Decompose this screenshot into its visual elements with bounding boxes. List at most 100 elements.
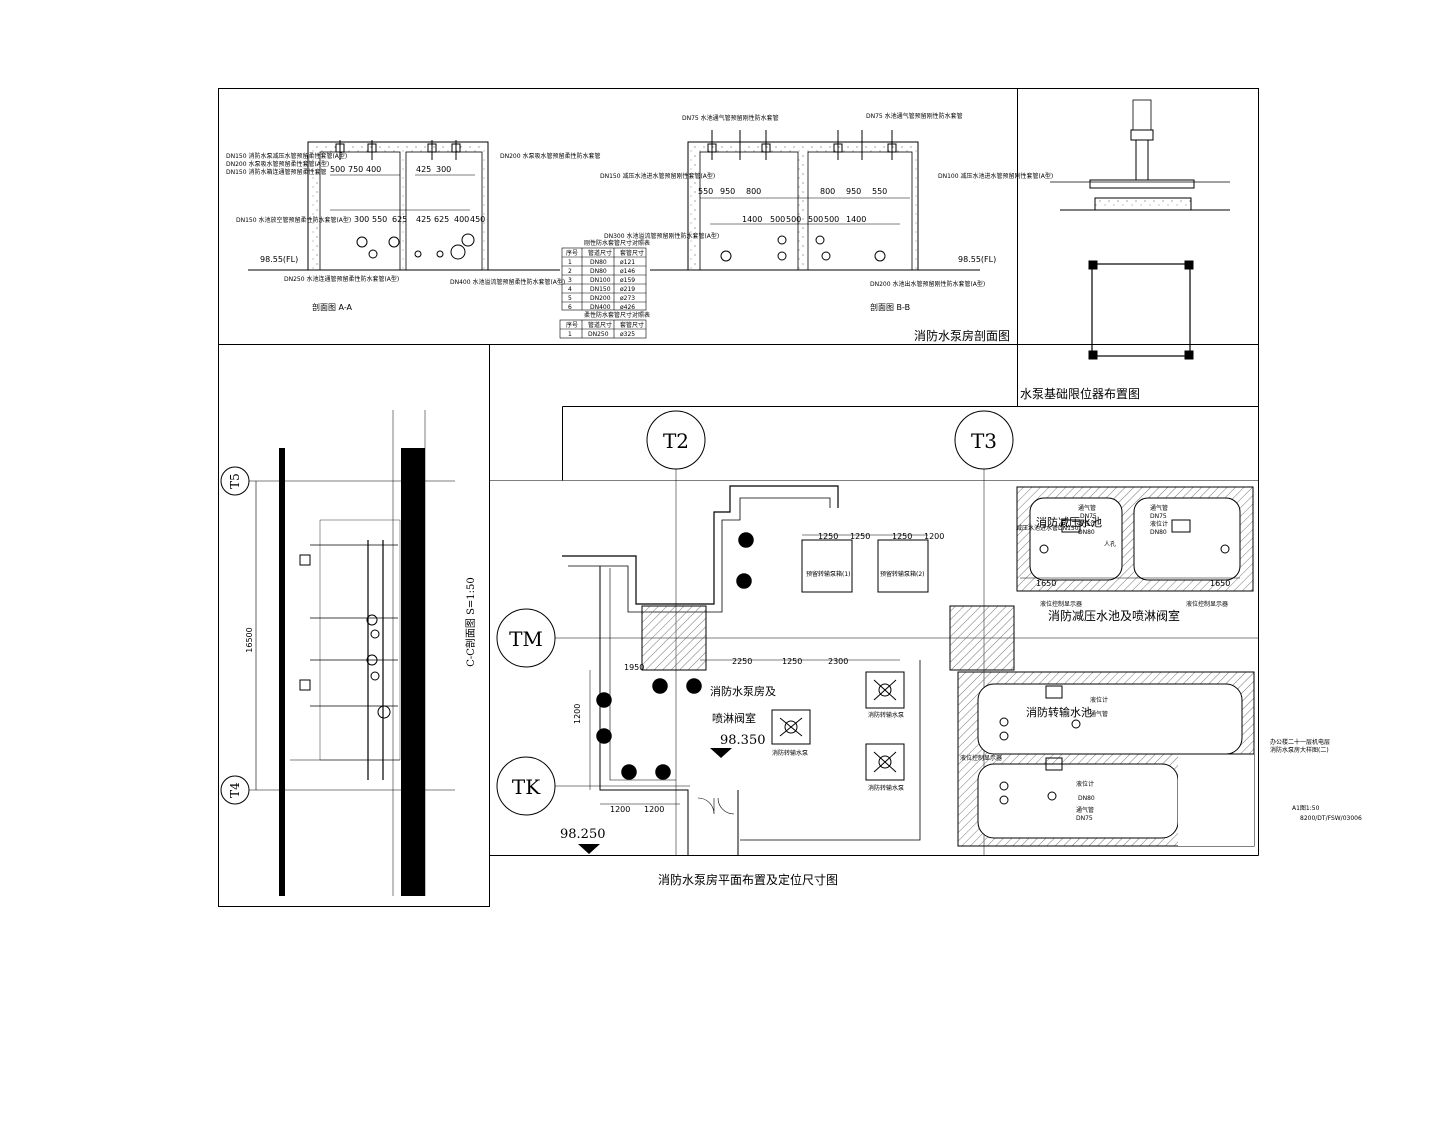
stamp-scale: A1图1:50 [1292,805,1320,812]
note-aa-5: DN150 水池放空管预留柔性防水套管(A型) [236,216,351,224]
dim-bb-mid: 500 [824,215,839,224]
axis-bubble-t2: T2 [646,410,706,470]
pool-control-label: 液位控制显示器 [1186,600,1228,608]
table-cell: DN250 [588,331,609,338]
pool-dn75-label: DN75 [1076,815,1093,822]
axis-label-t5: T5 [228,473,242,489]
plan-dim-lines [589,534,1240,805]
note-bb-1b: DN75 水池通气管预留刚性防水套管 [866,112,963,120]
note-aa-6: DN250 水池连通管预留柔性防水套管(A型) [284,275,399,283]
sleeve-table-title-2: 柔性防水套管尺寸对照表 [584,311,650,319]
elevation-pump-room: 98.350 [720,733,766,748]
table-header: 管道尺寸 [588,249,612,257]
dim-aa-top: 425 [416,165,431,174]
plan-dim-bottom: 1200 [610,805,630,814]
table-cell: ø121 [620,259,635,266]
plan-dim-mid: 2300 [828,657,848,666]
dim-aa-mid: 425 [416,215,431,224]
axis-label-t2: T2 [663,429,689,453]
note-aa-4: DN200 水泵吸水管预留柔性防水套管 [500,152,600,160]
pump-label: 消防转输水泵 [868,784,904,792]
columns [641,605,1015,671]
table-cell: DN400 [590,304,611,311]
table-cell: DN80 [590,259,607,266]
dim-bb-top: 550 [872,187,887,196]
plan-dim-top: 1250 [818,532,838,541]
table-cell: 2 [568,268,572,275]
section-bb-notes: DN75 水池通气管预留刚性防水套管 DN75 水池通气管预留刚性防水套管 DN… [600,112,1053,312]
dim-bb-top: 550 [698,187,713,196]
tanks [957,486,1255,847]
pool-dn80-label: DN80 [1150,529,1167,536]
note-bb-5: DN200 水池出水管预留刚性防水套管(A型) [870,280,985,288]
dim-bb-mid: 1400 [846,215,866,224]
floor-elevation-bb: 98.55(FL) [958,255,996,264]
axis-label-t4: T4 [228,782,242,798]
pool-gauge-label: 液位计 [1078,520,1096,528]
room-label-reducing-pool-room: 消防减压水池及喷淋阀室 [1048,608,1180,623]
pool-dn75-label: DN75 [1150,513,1167,520]
dim-bb-top: 950 [846,187,861,196]
cc-section [247,410,455,896]
table-header: 管道尺寸 [588,321,612,329]
dim-bb-top: 800 [820,187,835,196]
pool-dn80-label: DN80 [1078,529,1095,536]
dim-bb-mid: 500 [808,215,823,224]
axis-bubble-t3: T3 [954,410,1014,470]
dim-aa-top: 400 [366,165,381,174]
dim-bb-mid: 1400 [742,215,762,224]
section-aa [248,140,560,271]
pool-vent-label: 通气管 [1150,504,1168,512]
cc-section-title: C-C剖面图 S=1:50 [464,577,477,667]
plan-dim-mid: 1250 [782,657,802,666]
table-header: 序号 [566,249,578,257]
section-bb-title: 剖面图 B-B [870,302,910,312]
pump-label: 消防转输水泵 [772,749,808,757]
plan-dim-left: 1200 [573,704,582,724]
transfer-box-label: 预留转输泵箱(2) [880,570,925,578]
sheet-frames [218,88,1259,907]
axis-bubble-t5: T5 [220,466,250,496]
floor-pipes [596,532,754,780]
pump-equipment [771,539,929,781]
section-aa-title: 剖面图 A-A [312,302,353,312]
tank-pipes [999,519,1230,805]
dim-aa-top: 300 [436,165,451,174]
plan-dim-mid: 2250 [732,657,752,666]
cc-height-dim: 16500 [245,627,254,652]
table-cell: ø273 [620,295,635,302]
dim-aa-mid: 300 [354,215,369,224]
room-label-reducing-pool: 消防减压水池 [1036,515,1102,529]
axis-bubble-tk: TK [496,756,556,816]
table-cell: ø426 [620,304,635,311]
table-cell: DN100 [590,277,611,284]
dim-aa-top: 500 [330,165,345,174]
table-cell: DN80 [590,268,607,275]
pool-vent-label: 通气管 [1076,806,1094,814]
axis-label-t3: T3 [971,429,997,453]
dim-aa-mid: 550 [372,215,387,224]
pool-vent-label: 通气管 [1090,710,1108,718]
table-cell: DN150 [590,286,611,293]
dim-bb-top: 950 [720,187,735,196]
elevation-markers: 98.350 98.250 [560,733,766,854]
stamp-line-2: 消防水泵房大样图(二) [1270,746,1329,754]
pool-vent-label: 通气管 [1078,504,1096,512]
dim-bb-mid: 500 [770,215,785,224]
table-header: 套管尺寸 [620,249,644,257]
table-cell: ø146 [620,268,635,275]
dim-bb-top: 800 [746,187,761,196]
table-header: 套管尺寸 [620,321,644,329]
room-label-fire-pool: 消防转输水池 [1026,705,1092,719]
table-cell: 5 [568,295,572,302]
dim-aa-mid: 450 [470,215,485,224]
pump-label: 消防转输水泵 [868,711,904,719]
note-aa-7: DN400 水池溢流管预留柔性防水套管(A型) [450,278,565,286]
section-view-title: 消防水泵房剖面图 [914,328,1010,343]
table-cell: ø325 [620,331,635,338]
pool-pipe-label: 减压水池进水管DN150 [1016,524,1079,532]
floor-elevation-aa: 98.55(FL) [260,255,298,264]
note-bb-4: DN300 水池溢流管预留刚性防水套管(A型) [604,232,719,240]
plan-dim-top: 1250 [892,532,912,541]
sleeve-table-text: 刚性防水套管尺寸对照表 序号 管道尺寸 套管尺寸 1 DN80 ø121 2 D… [566,239,650,338]
